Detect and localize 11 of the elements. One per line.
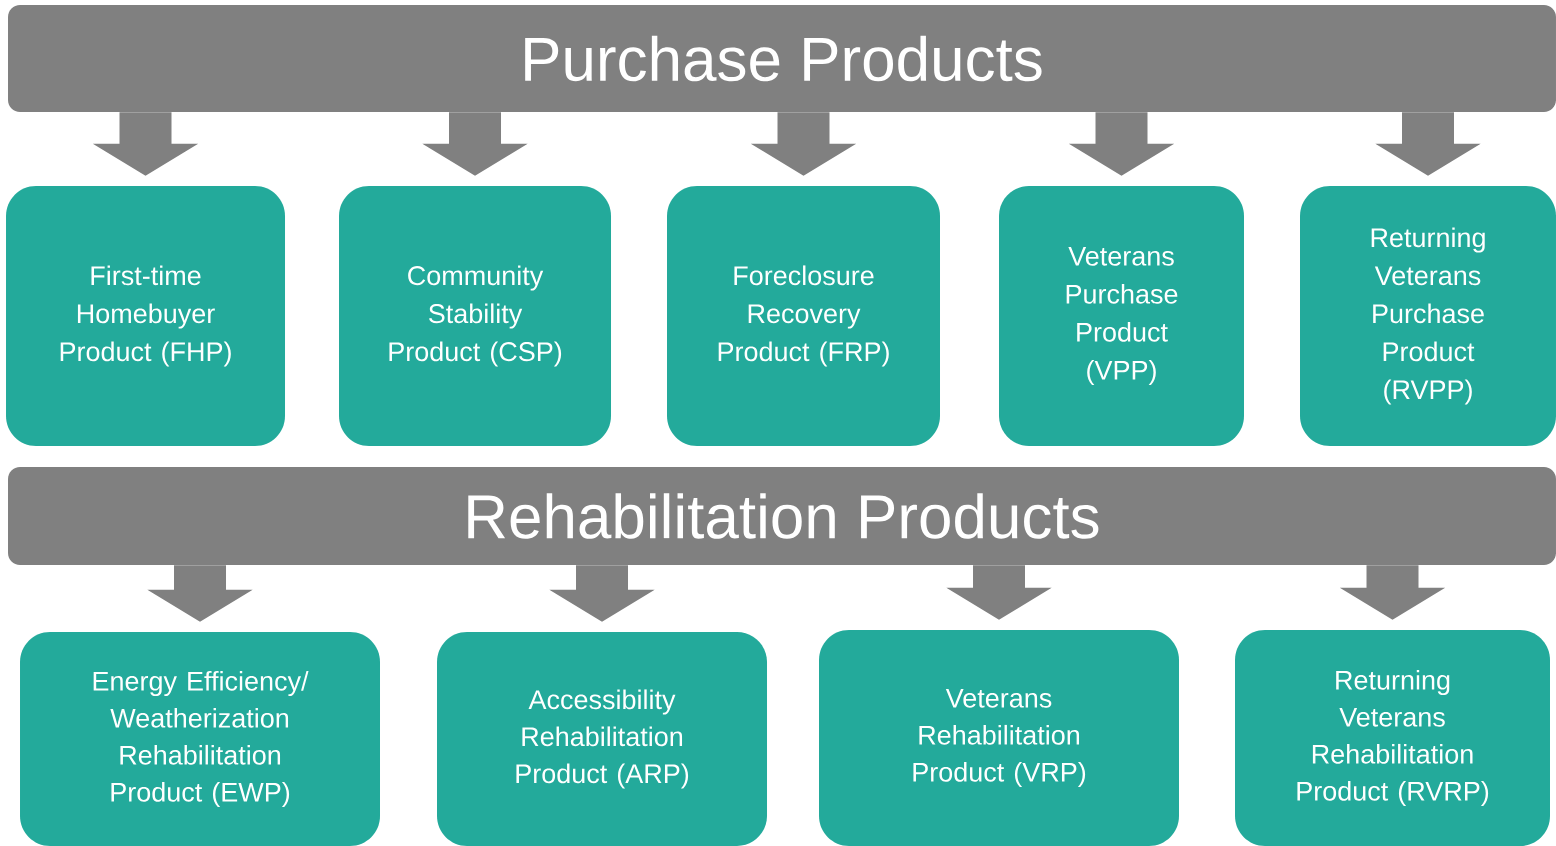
product-box: Returning Veterans Rehabilitation Product (RVRP) xyxy=(1235,630,1550,846)
product-box: Accessibility Rehabilitation Product (ARP) xyxy=(437,632,767,846)
product-box: Veterans Purchase Product (VPP) xyxy=(999,186,1244,446)
header-band: Rehabilitation Products xyxy=(8,467,1556,565)
product-box: Community Stability Product (CSP) xyxy=(339,186,611,446)
product-box: First-time Homebuyer Product (FHP) xyxy=(6,186,285,446)
product-box: Veterans Rehabilitation Product (VRP) xyxy=(819,630,1179,846)
header-band: Purchase Products xyxy=(8,5,1556,112)
product-box: Returning Veterans Purchase Product (RVPP) xyxy=(1300,186,1556,446)
product-box: Foreclosure Recovery Product (FRP) xyxy=(667,186,940,446)
product-box: Energy Efficiency/ Weatherization Rehabilitation Product (EWP) xyxy=(20,632,380,846)
